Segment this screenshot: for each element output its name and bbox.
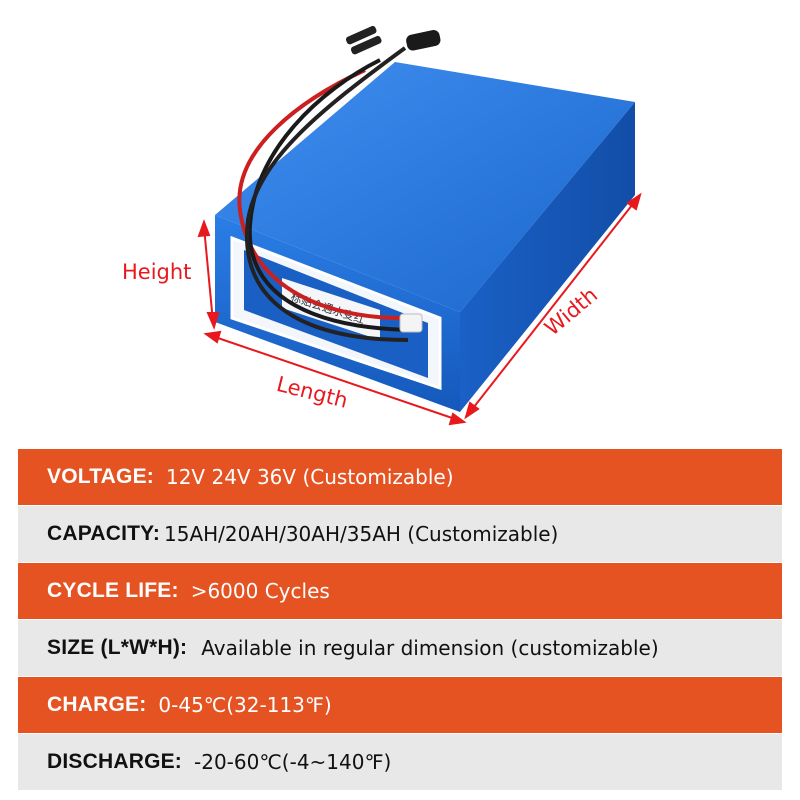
cable-black	[247, 58, 421, 332]
spec-key: CHARGE:	[47, 693, 147, 716]
cable-end-right	[350, 35, 382, 55]
spec-key: CYCLE LIFE:	[47, 579, 179, 602]
cable-connector	[406, 30, 441, 51]
spec-row-voltage: VOLTAGE: 12V 24V 36V (Customizable)	[18, 449, 782, 505]
spec-table: VOLTAGE: 12V 24V 36V (Customizable) CAPA…	[18, 449, 782, 791]
product-image-area: 标贴会遇水变红 Height Length Width	[122, 25, 642, 426]
dimension-arrows	[197, 192, 642, 426]
spec-row-charge: CHARGE: 0-45℃(32-113℉)	[18, 677, 782, 733]
cable-red	[237, 68, 411, 321]
spec-value: 12V 24V 36V (Customizable)	[165, 465, 454, 489]
spec-value: 0-45℃(32-113℉)	[158, 693, 332, 717]
spec-key: VOLTAGE:	[47, 465, 154, 488]
spec-value: >6000 Cycles	[190, 579, 330, 603]
spec-key: CAPACITY:	[47, 522, 161, 545]
battery-pack-image: 标贴会遇水变红	[197, 25, 642, 426]
cable-end-left	[345, 25, 377, 45]
battery-side-face	[460, 102, 635, 412]
spec-row-discharge: DISCHARGE: -20-60℃(-4~140℉)	[18, 734, 782, 790]
battery-top-face	[215, 62, 635, 312]
cable-tie	[399, 313, 423, 333]
spec-key: DISCHARGE:	[47, 750, 183, 773]
spec-row-size: SIZE (L*W*H): Available in regular dimen…	[18, 620, 782, 676]
cable-black-2	[244, 46, 409, 342]
height-label: Height	[122, 260, 192, 284]
spec-value: 15AH/20AH/30AH/35AH (Customizable)	[164, 522, 559, 546]
spec-key: SIZE (L*W*H):	[47, 636, 188, 659]
spec-value: -20-60℃(-4~140℉)	[194, 750, 392, 774]
spec-value: Available in regular dimension (customiz…	[201, 636, 659, 660]
spec-row-cycle-life: CYCLE LIFE: >6000 Cycles	[18, 563, 782, 619]
spec-row-capacity: CAPACITY: 15AH/20AH/30AH/35AH (Customiza…	[18, 506, 782, 562]
